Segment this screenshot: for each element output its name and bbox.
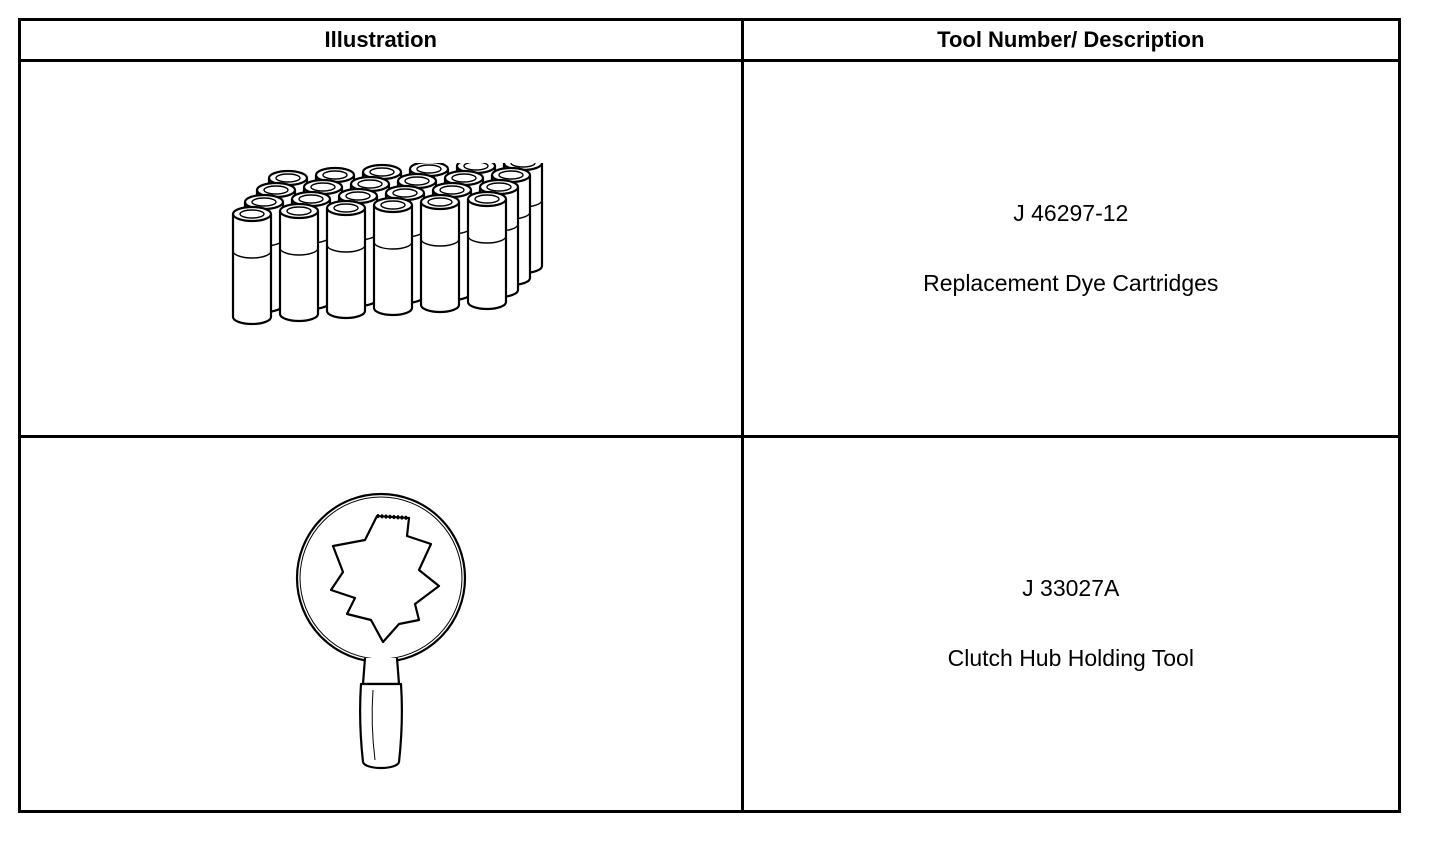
- tool-description: Clutch Hub Holding Tool: [947, 645, 1194, 672]
- header-tool-number-description: Tool Number/ Description: [740, 18, 1402, 62]
- table-header-row: Illustration Tool Number/ Description: [18, 18, 1402, 62]
- tool-number: J 46297-12: [1013, 199, 1129, 226]
- tool-number: J 33027A: [1022, 575, 1120, 602]
- table-row: J 46297-12 Replacement Dye Cartridges: [18, 59, 1402, 438]
- tool-description: Replacement Dye Cartridges: [923, 269, 1219, 296]
- description-cell: J 33027A Clutch Hub Holding Tool: [740, 434, 1402, 813]
- dye-cartridges-icon: [231, 163, 543, 326]
- header-illustration: Illustration: [18, 18, 744, 62]
- table-row: J 33027A Clutch Hub Holding Tool: [18, 434, 1402, 813]
- illustration-cell: [18, 59, 744, 438]
- clutch-hub-holding-tool-icon: [295, 492, 466, 769]
- special-tools-table: Illustration Tool Number/ Description J …: [18, 18, 1402, 813]
- description-cell: J 46297-12 Replacement Dye Cartridges: [740, 59, 1402, 438]
- illustration-cell: [18, 434, 744, 813]
